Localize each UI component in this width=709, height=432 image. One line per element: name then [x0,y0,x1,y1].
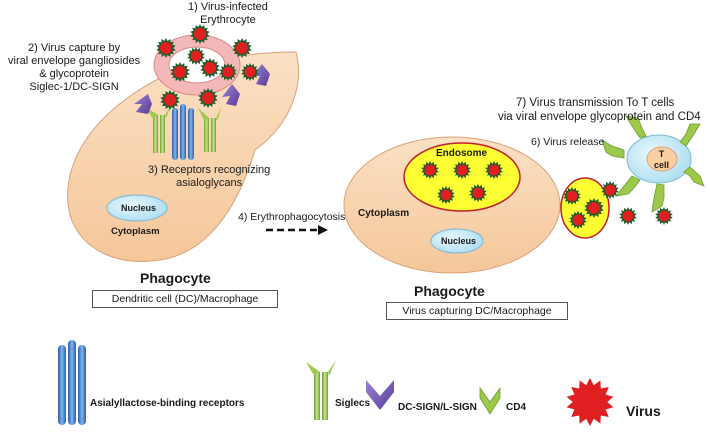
step2-line3: & glycoprotein [39,68,109,80]
step1-line2: Erythrocyte [200,14,256,26]
virus-particle [563,187,581,205]
step7-line2: via viral envelope glycoprotein and CD4 [498,111,701,123]
step7-label: 7) Virus transmission To T cells via vir… [498,96,701,124]
t-cell-label: T cell [654,149,669,171]
virus-particle [453,161,471,179]
virus-particle-core [174,66,186,78]
legend-siglec-icon [306,360,336,420]
left-nucleus-label: Nucleus [121,203,157,213]
step1-label: 1) Virus-infected Erythrocyte [188,1,268,27]
virus-particle [187,47,205,65]
left-dcsign-1 [134,94,152,114]
virus-particle [619,207,637,225]
virus-particle [485,161,503,179]
virus-particle-core [566,190,578,202]
legend-asialyllactose-icon [58,340,86,425]
right-nucleus [430,228,484,254]
virus-particle [584,198,604,218]
virus-particle-core [204,62,216,74]
virus-particle-core [604,184,616,196]
legend-virus-icon-core [576,388,604,416]
step6-label: 6) Virus release [531,136,605,148]
t-cell-label-line1: T [658,149,665,159]
virus-particle-core [488,164,500,176]
release-vesicle [560,177,610,239]
legend-asialyllactose-label: Asialyllactose-binding receptors [90,398,245,409]
virus-particle-core [194,28,206,40]
virus-particle-core [244,66,256,78]
legend-virus-label: Virus [626,403,661,419]
step3-line1: 3) Receptors recognizing [148,164,271,176]
step7-line1: 7) Virus transmission To T cells [516,97,675,109]
legend-dcsign-label: DC-SIGN/L-SIGN [398,402,477,413]
erythrophagocytosis-arrow [266,225,328,235]
step2-line4: Siglec-1/DC-SIGN [29,81,119,93]
t-cell-label-line2: cell [654,160,670,170]
virus-particle-core [472,187,484,199]
left-phagocyte-subtitle: Dendritic cell (DC)/Macrophage [92,290,278,308]
virus-particle [198,88,218,108]
virus-particle-core [588,202,600,214]
step3-label: 3) Receptors recognizing asialoglycans [148,164,270,190]
virus-particle [601,181,619,199]
virus-particle-core [190,50,202,62]
right-phagocyte-subtitle: Virus capturing DC/Macrophage [386,302,568,320]
legend-virus-icon [566,378,614,426]
virus-particle-core [424,164,436,176]
t-cell-nucleus [646,146,678,172]
virus-particle-core [202,92,214,104]
virus-particle-core [236,42,248,54]
left-asialyllactose-receptor [172,104,194,160]
right-nucleus-label: Nucleus [441,236,477,246]
virus-particle [655,207,673,225]
virus-particle-core [222,66,234,78]
virus-particle-core [160,42,172,54]
legend-cd4-icon [479,386,501,415]
right-cytoplasm-label: Cytoplasm [358,208,410,219]
virus-particle-core [440,189,452,201]
virus-particle [421,161,439,179]
t-cell-cd4-receptors [601,115,705,213]
virus-particle [219,63,237,81]
virus-particle [469,184,487,202]
step4-label: 4) Erythrophagocytosis [238,211,346,223]
legend-dcsign-icon [366,380,394,410]
virus-particle-core [572,214,584,226]
right-phagocyte-title: Phagocyte [414,283,485,299]
step2-line2: viral envelope gangliosides [8,55,141,67]
virus-particle [170,62,190,82]
endosome-label: Endosome [436,148,488,159]
virus-particle-core [622,210,634,222]
virus-particle [569,211,587,229]
virus-particle [190,24,210,44]
virus-particle [156,38,176,58]
virus-particle [160,90,180,110]
legend-siglec-label: Siglecs [335,398,371,409]
virus-particle [241,63,259,81]
left-phagocyte-title: Phagocyte [140,270,211,286]
virus-particle [437,186,455,204]
legend-cd4-label: CD4 [506,402,527,413]
step1-line1: 1) Virus-infected [188,1,268,13]
step2-line1: 2) Virus capture by [27,42,121,54]
virus-particle [232,38,252,58]
step2-label: 2) Virus capture by viral envelope gangl… [8,42,140,94]
virus-particle-core [164,94,176,106]
virus-particle [200,58,220,78]
left-siglec-2 [198,106,222,152]
left-nucleus [106,194,168,222]
step3-line2: asialoglycans [176,177,243,189]
virus-layer [156,24,673,426]
left-cytoplasm-label: Cytoplasm [111,226,160,237]
left-dcsign-3 [252,64,270,86]
left-dcsign-2 [222,84,240,106]
virus-particle-core [658,210,670,222]
virus-particle-core [456,164,468,176]
